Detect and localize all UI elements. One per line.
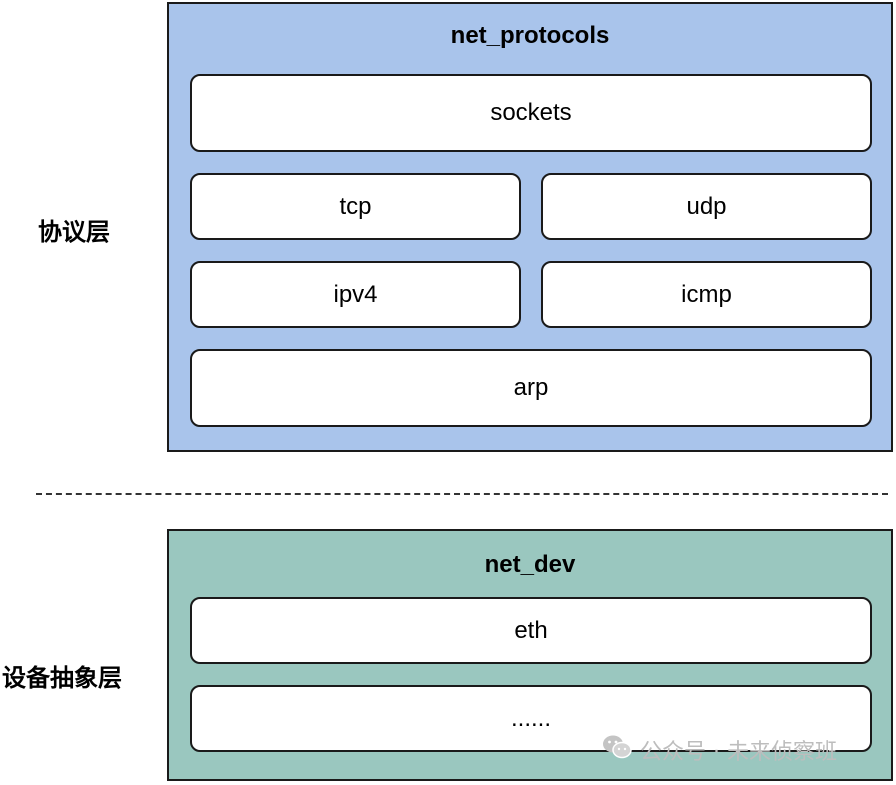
net-dev-title: net_dev bbox=[484, 551, 576, 578]
ipv4-box: ipv4 bbox=[190, 261, 521, 328]
net-dev-group: net_dev eth ...... bbox=[167, 529, 893, 781]
arp-box: arp bbox=[190, 349, 872, 427]
watermark-text: 公众号 · 未来侦察班 bbox=[640, 740, 837, 765]
more-devices-box: ...... bbox=[190, 685, 872, 752]
net-protocols-group: net_protocols sockets tcp udp ipv4 icmp … bbox=[167, 2, 893, 452]
layer-divider bbox=[36, 493, 888, 495]
udp-box: udp bbox=[541, 173, 872, 240]
protocol-layer-label: 协议层 bbox=[38, 219, 110, 246]
wechat-icon bbox=[602, 734, 632, 766]
device-layer-label: 设备抽象层 bbox=[2, 665, 122, 692]
watermark: 公众号 · 未来侦察班 bbox=[602, 734, 837, 766]
icmp-box: icmp bbox=[541, 261, 872, 328]
eth-box: eth bbox=[190, 597, 872, 664]
net-protocols-title: net_protocols bbox=[450, 22, 610, 49]
sockets-box: sockets bbox=[190, 74, 872, 152]
tcp-box: tcp bbox=[190, 173, 521, 240]
